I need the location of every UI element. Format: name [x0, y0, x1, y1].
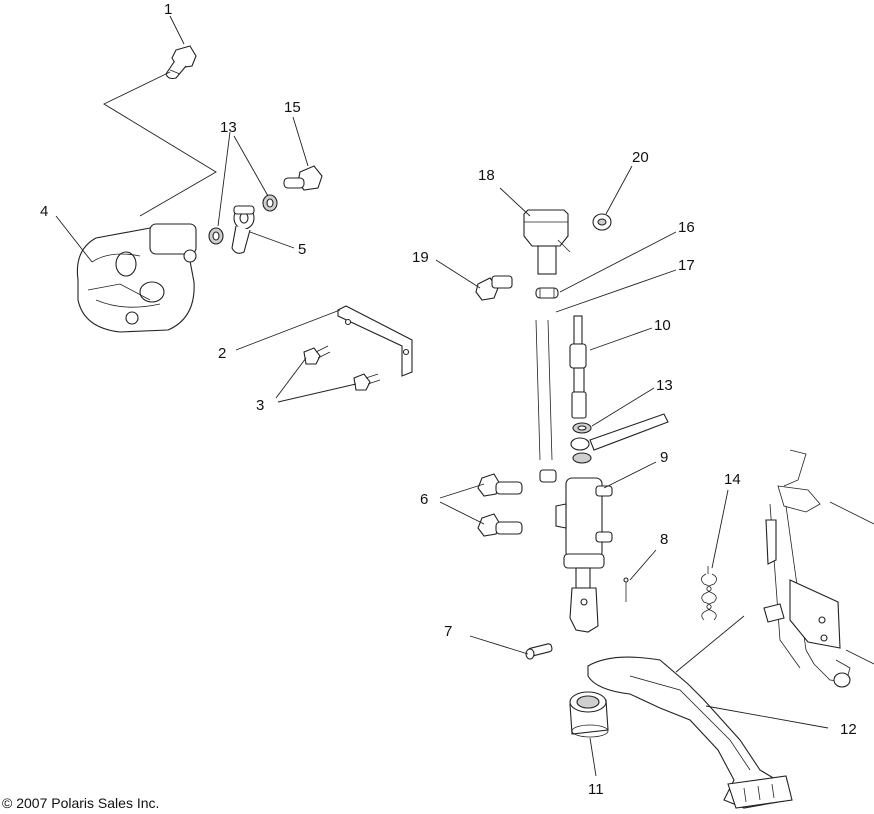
- callout-13-upper: 13: [220, 119, 237, 136]
- callout-5: 5: [298, 241, 306, 258]
- part-12-brake-pedal: [587, 656, 793, 809]
- part-16-clamp: [535, 287, 559, 299]
- part-13-washers-lower: [570, 413, 669, 464]
- part-3-screws: [303, 345, 381, 391]
- callout-8: 8: [660, 531, 668, 548]
- callout-2: 2: [218, 345, 226, 362]
- part-20-grommet: [592, 213, 612, 231]
- callout-1: 1: [164, 1, 172, 18]
- part-11-bushing: [569, 691, 609, 738]
- part-9-master-cylinder: [555, 477, 613, 633]
- part-13-washers-upper: [208, 194, 278, 245]
- callout-labels: 1 2 3 4 5 6 7 8 9 10 11 12 13 13 14 15 1…: [40, 1, 857, 798]
- callout-4: 4: [40, 203, 48, 220]
- callout-16: 16: [678, 219, 695, 236]
- part-18-reservoir: [523, 209, 571, 275]
- callout-7: 7: [444, 623, 452, 640]
- callout-19: 19: [412, 249, 429, 266]
- part-2-bracket: [337, 305, 413, 377]
- part-4-caliper: [76, 223, 197, 333]
- callout-17: 17: [678, 257, 695, 274]
- callout-13-lower: 13: [656, 377, 673, 394]
- part-7-clevis-pin: [525, 643, 553, 660]
- callout-20: 20: [632, 149, 649, 166]
- callout-9: 9: [660, 449, 668, 466]
- part-5-banjo-fitting: [231, 205, 255, 254]
- callout-15: 15: [284, 99, 301, 116]
- callout-10: 10: [654, 317, 671, 334]
- part-8-cotter-pin: [623, 577, 629, 602]
- callout-18: 18: [478, 167, 495, 184]
- part-14-spring: [701, 566, 717, 621]
- part-6-bolts: [477, 473, 523, 537]
- callout-3: 3: [256, 397, 264, 414]
- part-17-hose: [535, 319, 557, 483]
- part-19-bolt: [475, 275, 513, 301]
- copyright-text: © 2007 Polaris Sales Inc.: [2, 795, 160, 811]
- callout-14: 14: [724, 471, 741, 488]
- callout-12: 12: [840, 721, 857, 738]
- callout-11: 11: [588, 781, 604, 798]
- frame-section: [763, 449, 874, 688]
- part-10-push-rod: [569, 315, 587, 419]
- part-15-banjo-bolt: [283, 165, 323, 191]
- leader-lines: [55, 15, 829, 777]
- part-1-bolt: [165, 45, 197, 80]
- callout-6: 6: [420, 491, 428, 508]
